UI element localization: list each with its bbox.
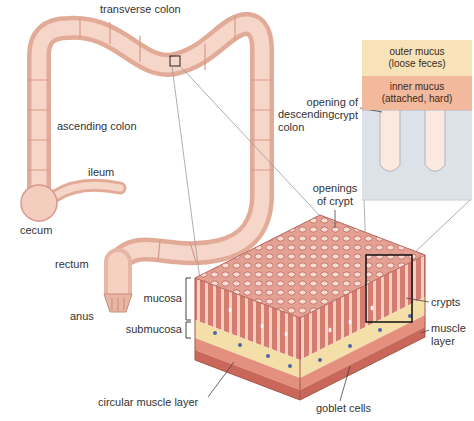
part-label: openings of crypt: [310, 182, 360, 208]
part-label: mucosa: [128, 292, 182, 305]
part-label: rectum: [55, 258, 89, 271]
part-label: ascending colon: [57, 120, 137, 133]
part-label: cecum: [20, 224, 52, 237]
band-label: outer mucus (loose feces): [376, 46, 458, 70]
part-label: descending colon: [278, 108, 334, 134]
part-label: muscle layer: [431, 322, 471, 348]
mucus-band: outer mucus (loose feces): [362, 40, 472, 76]
part-label: goblet cells: [316, 402, 371, 415]
part-label: submucosa: [108, 323, 182, 336]
band-label: inner mucus (attached, hard): [376, 81, 458, 105]
part-label: opening of crypt: [296, 96, 358, 122]
part-label: ileum: [88, 166, 114, 179]
part-label: circular muscle layer: [98, 396, 198, 409]
part-label: anus: [70, 310, 94, 323]
part-label: transverse colon: [100, 3, 181, 16]
mucus-band: inner mucus (attached, hard): [362, 76, 472, 110]
part-label: crypts: [431, 296, 460, 309]
